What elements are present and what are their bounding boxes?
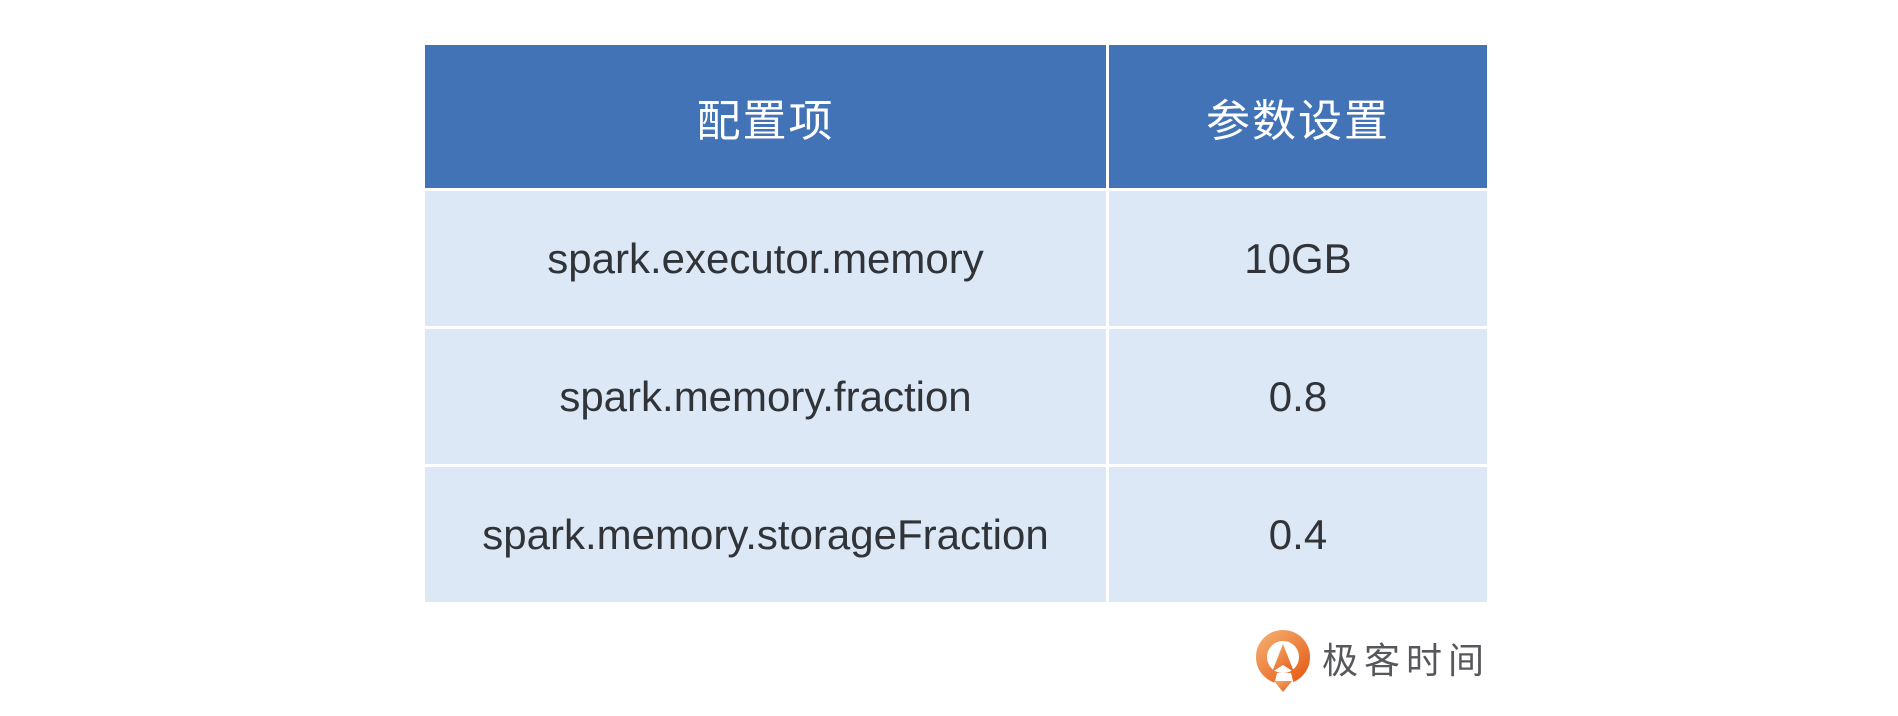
geektime-logo: 极客时间: [1254, 629, 1490, 693]
table-cell-value-row2: 0.8: [1109, 329, 1487, 464]
geektime-q-arrow-icon: [1254, 629, 1312, 693]
column-header-config: 配置项: [425, 45, 1106, 188]
table-cell-value-row3: 0.4: [1109, 467, 1487, 602]
geektime-logo-text: 极客时间: [1321, 640, 1490, 681]
table-cell-config-row3: spark.memory.storageFraction: [425, 467, 1106, 602]
table-cell-config-row1: spark.executor.memory: [425, 191, 1106, 326]
table-cell-value-row1: 10GB: [1109, 191, 1487, 326]
column-header-value: 参数设置: [1109, 45, 1487, 188]
table-cell-config-row2: spark.memory.fraction: [425, 329, 1106, 464]
spark-config-table: 配置项 参数设置 spark.executor.memory 10GB spar…: [425, 45, 1487, 602]
